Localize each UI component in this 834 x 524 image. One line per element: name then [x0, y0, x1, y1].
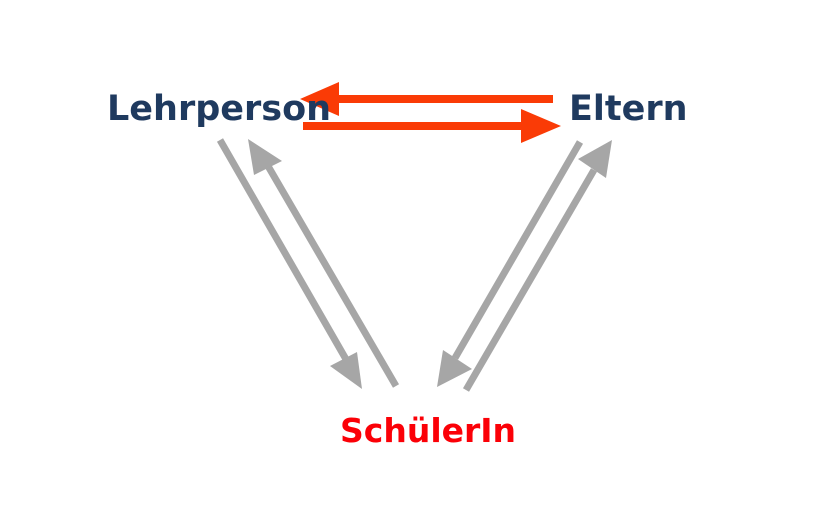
edge-lehrperson-to-schuelerin [216, 138, 362, 389]
edge-line-schuelerin-to-eltern [462, 168, 598, 392]
arrowhead-up-right-icon [578, 140, 612, 178]
arrowhead-down-right-icon [330, 352, 362, 389]
edge-line-lehrperson-to-schuelerin [216, 138, 351, 363]
edge-lehrperson-to-eltern [303, 109, 561, 143]
edge-line-schuelerin-to-lehrperson [264, 164, 400, 388]
arrowhead-left-icon [300, 82, 339, 116]
edge-eltern-to-schuelerin [437, 140, 584, 387]
node-label-eltern: Eltern [569, 89, 688, 129]
edge-line-eltern-to-schuelerin [451, 140, 584, 360]
arrowhead-right-icon [521, 109, 561, 143]
node-label-lehrperson: Lehrperson [107, 89, 332, 129]
edge-schuelerin-to-lehrperson [248, 139, 400, 388]
edge-eltern-to-lehrperson [300, 82, 553, 116]
arrowhead-down-left-icon [437, 350, 472, 387]
edge-schuelerin-to-eltern [462, 140, 612, 392]
node-label-schuelerin: SchülerIn [340, 411, 517, 450]
edge-line-eltern-to-lehrperson [334, 95, 553, 103]
edge-line-lehrperson-to-eltern [303, 122, 522, 130]
arrowhead-up-left-icon [248, 139, 282, 175]
